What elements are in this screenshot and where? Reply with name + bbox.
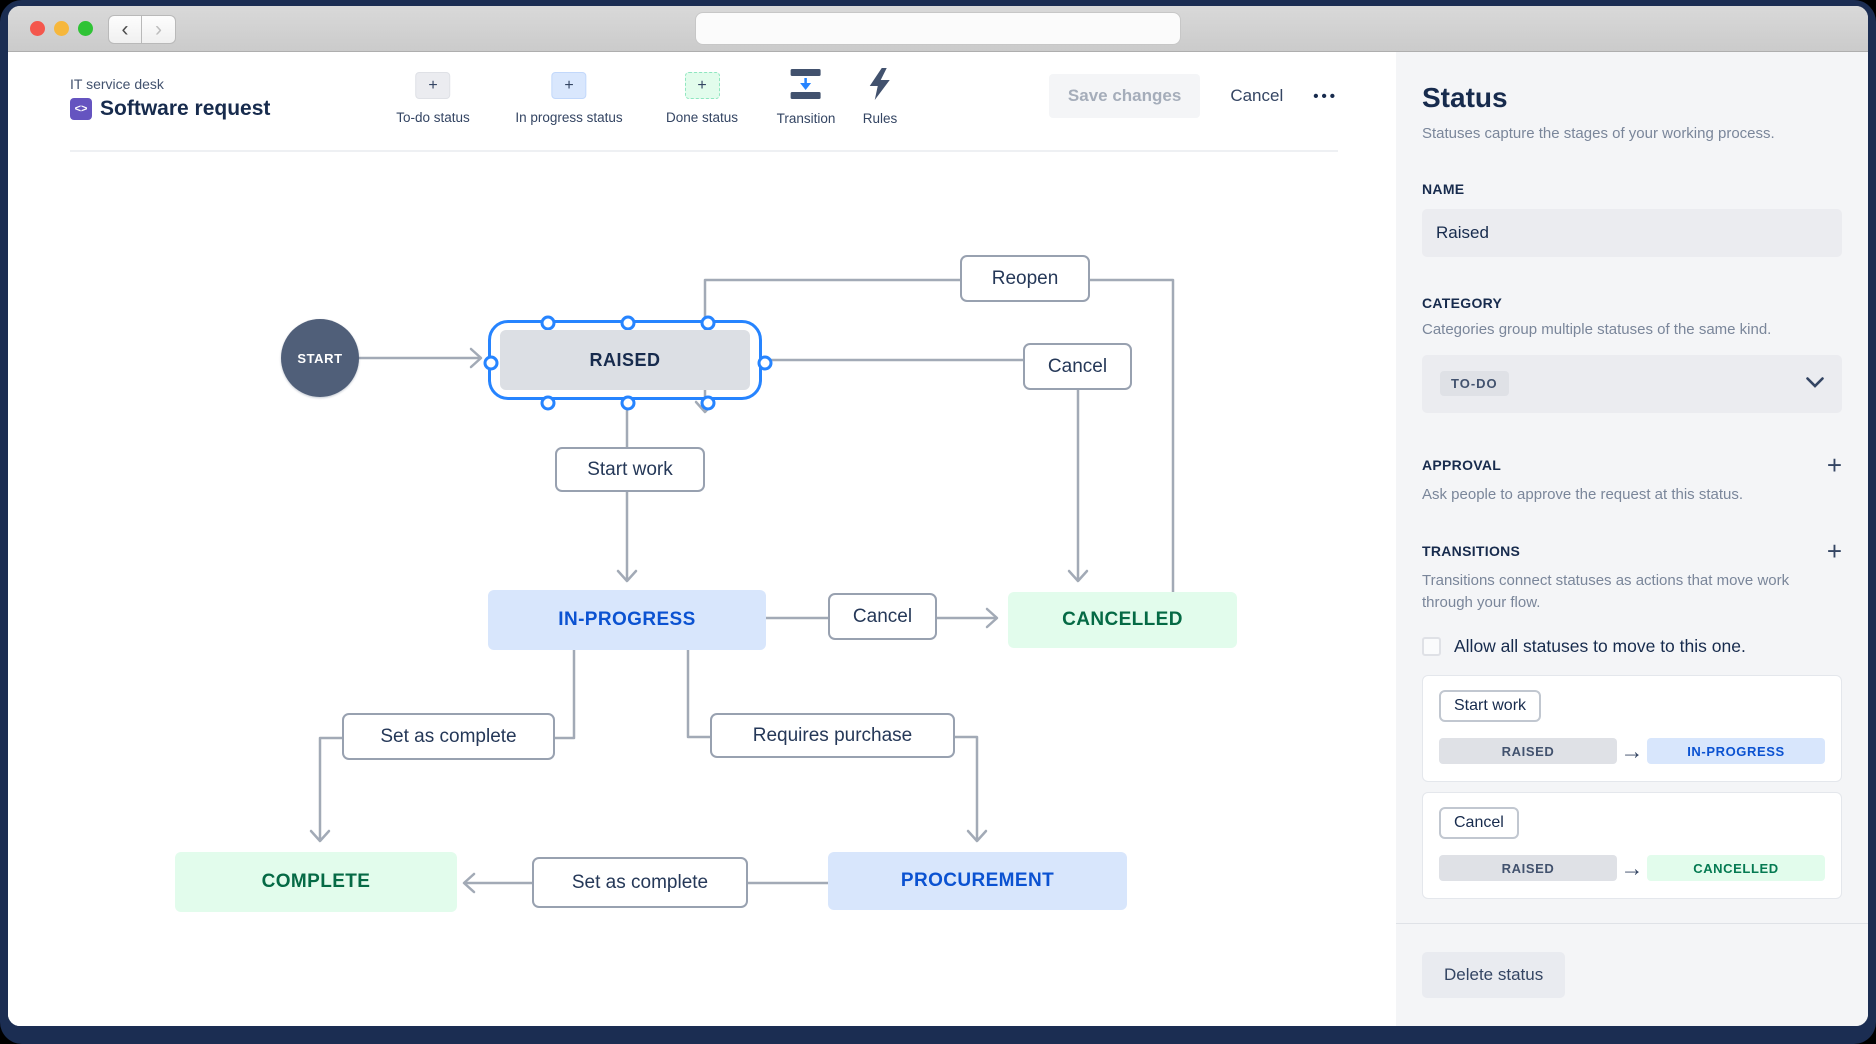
transition-start-work[interactable]: Start work xyxy=(555,447,705,492)
transition-cancel-inprogress[interactable]: Cancel xyxy=(828,593,937,640)
more-menu-icon[interactable]: ••• xyxy=(1313,87,1338,105)
toolbar-item-label: To-do status xyxy=(396,110,470,125)
toolbar-item-inprogress-status[interactable]: + In progress status xyxy=(515,72,623,125)
cancel-button[interactable]: Cancel xyxy=(1230,86,1284,105)
selection-handle[interactable] xyxy=(540,315,556,331)
transitions-subtitle: Transitions connect statuses as actions … xyxy=(1422,572,1790,611)
selection-handle[interactable] xyxy=(540,395,556,411)
toolbar-item-label: In progress status xyxy=(515,110,623,125)
zoom-window-button[interactable] xyxy=(78,21,93,36)
name-label: NAME xyxy=(1422,180,1465,197)
transition-card[interactable]: Cancel RAISED → CANCELLED xyxy=(1422,791,1842,899)
arrow-right-icon: → xyxy=(1620,854,1644,881)
save-changes-button[interactable]: Save changes xyxy=(1048,74,1201,118)
node-complete[interactable]: COMPLETE xyxy=(175,852,457,912)
minimize-window-button[interactable] xyxy=(54,21,69,36)
node-start[interactable]: START xyxy=(281,319,359,397)
transition-cancel-raised[interactable]: Cancel xyxy=(1023,343,1132,390)
allow-all-label: Allow all statuses to move to this one. xyxy=(1454,635,1746,656)
delete-status-button[interactable]: Delete status xyxy=(1422,951,1566,998)
transition-card[interactable]: Start work RAISED → IN-PROGRESS xyxy=(1422,674,1842,782)
project-icon: <> xyxy=(70,98,92,120)
category-value-badge: TO-DO xyxy=(1440,371,1509,396)
chevron-down-icon xyxy=(1806,375,1824,393)
address-bar[interactable] xyxy=(695,12,1181,45)
add-inprogress-status-icon: + xyxy=(551,72,587,99)
category-label: CATEGORY xyxy=(1422,294,1503,311)
transition-action-chip[interactable]: Start work xyxy=(1439,689,1542,722)
approval-label: APPROVAL xyxy=(1422,456,1502,473)
forward-icon: › xyxy=(155,17,162,41)
panel-divider xyxy=(1396,922,1868,924)
add-approval-button[interactable]: + xyxy=(1826,449,1842,480)
category-dropdown[interactable]: TO-DO xyxy=(1422,354,1842,413)
node-in-progress[interactable]: IN-PROGRESS xyxy=(488,590,766,650)
toolbar-divider xyxy=(70,150,1338,152)
selection-handle[interactable] xyxy=(620,315,636,331)
toolbar-item-rules[interactable]: Rules xyxy=(862,68,898,126)
toolbar-item-label: Transition xyxy=(776,111,836,126)
toolbar-item-done-status[interactable]: + Done status xyxy=(666,72,738,125)
transition-set-as-complete[interactable]: Set as complete xyxy=(342,713,555,760)
browser-nav-buttons: ‹ › xyxy=(108,15,176,44)
titlebar: ‹ › xyxy=(8,6,1868,52)
status-panel: Status Statuses capture the stages of yo… xyxy=(1396,52,1868,1026)
toolbar-item-label: Rules xyxy=(862,111,898,126)
arrow-right-icon: → xyxy=(1620,737,1644,764)
lightning-icon xyxy=(868,68,892,105)
transition-reopen[interactable]: Reopen xyxy=(960,255,1090,302)
add-todo-status-icon: + xyxy=(415,72,451,99)
transition-action-chip[interactable]: Cancel xyxy=(1439,806,1519,839)
from-status-pill: RAISED xyxy=(1439,738,1617,765)
node-procurement[interactable]: PROCUREMENT xyxy=(828,852,1127,910)
add-done-status-icon: + xyxy=(684,72,720,99)
toolbar-item-transition[interactable]: Transition xyxy=(776,69,836,126)
workflow-canvas[interactable]: START RAISED IN-PROGRESS CANCELLED COMPL… xyxy=(8,152,1396,1026)
node-cancelled[interactable]: CANCELLED xyxy=(1008,592,1237,648)
transition-requires-purchase[interactable]: Requires purchase xyxy=(710,713,955,758)
transition-set-as-complete-2[interactable]: Set as complete xyxy=(532,857,748,908)
add-transition-button[interactable]: + xyxy=(1826,536,1842,567)
close-window-button[interactable] xyxy=(30,21,45,36)
selection-handle[interactable] xyxy=(483,355,499,371)
allow-all-checkbox[interactable] xyxy=(1422,636,1441,656)
back-icon: ‹ xyxy=(121,17,129,41)
toolbar-item-todo-status[interactable]: + To-do status xyxy=(396,72,470,125)
status-name-input[interactable] xyxy=(1422,208,1842,257)
approval-subtitle: Ask people to approve the request at thi… xyxy=(1422,485,1744,503)
project-header: IT service desk <> Software request xyxy=(70,76,270,121)
panel-subtitle: Statuses capture the stages of your work… xyxy=(1422,125,1775,142)
transitions-label: TRANSITIONS xyxy=(1422,543,1521,560)
category-subtitle: Categories group multiple statuses of th… xyxy=(1422,320,1772,338)
breadcrumb: IT service desk xyxy=(70,76,164,92)
selection-handle[interactable] xyxy=(757,355,773,371)
back-button[interactable]: ‹ xyxy=(108,15,142,44)
node-raised[interactable]: RAISED xyxy=(500,330,750,390)
traffic-lights xyxy=(30,21,93,36)
to-status-pill: CANCELLED xyxy=(1647,855,1825,882)
panel-title: Status xyxy=(1422,82,1508,113)
to-status-pill: IN-PROGRESS xyxy=(1647,738,1825,765)
content: IT service desk <> Software request + To… xyxy=(8,52,1868,1026)
selection-handle[interactable] xyxy=(700,395,716,411)
selection-outline[interactable] xyxy=(483,315,773,411)
forward-button[interactable]: › xyxy=(142,15,176,44)
page-title: Software request xyxy=(100,97,271,120)
from-status-pill: RAISED xyxy=(1439,855,1617,882)
selection-handle[interactable] xyxy=(700,315,716,331)
editor-toolbar: IT service desk <> Software request + To… xyxy=(8,52,1396,152)
toolbar-item-label: Done status xyxy=(665,110,739,125)
workflow-editor: IT service desk <> Software request + To… xyxy=(8,52,1396,1026)
transition-icon xyxy=(790,69,822,104)
app-window: ‹ › IT service desk <> Software request … xyxy=(8,6,1868,1026)
selection-handle[interactable] xyxy=(620,395,636,411)
